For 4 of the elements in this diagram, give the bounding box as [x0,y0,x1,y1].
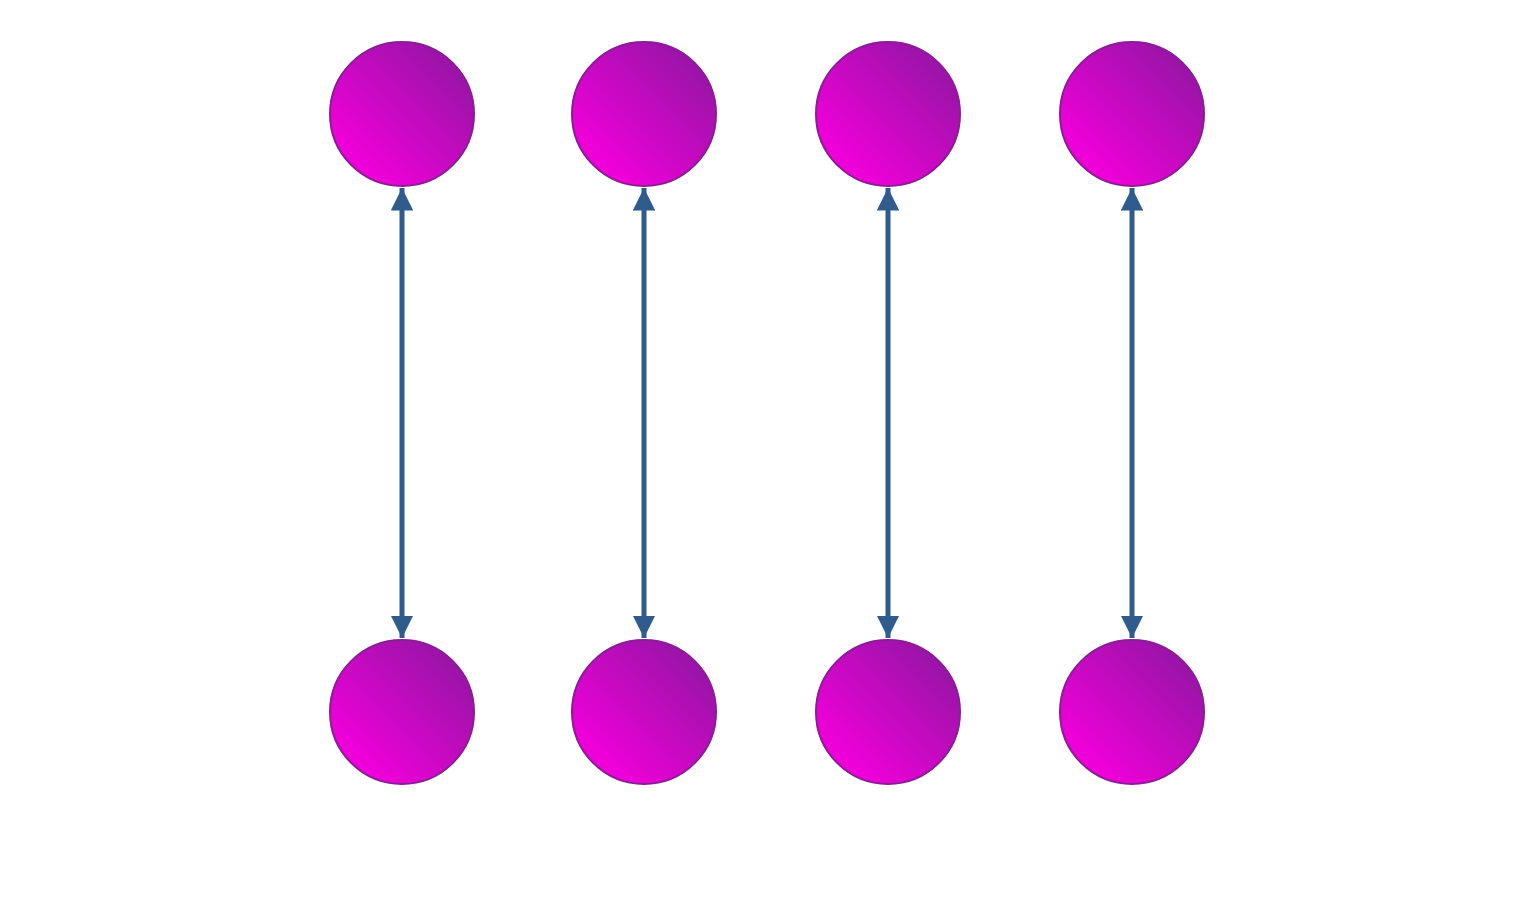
double-arrow [876,188,900,638]
double-arrow [390,188,414,638]
double-arrow [632,188,656,638]
double-arrow [1120,188,1144,638]
